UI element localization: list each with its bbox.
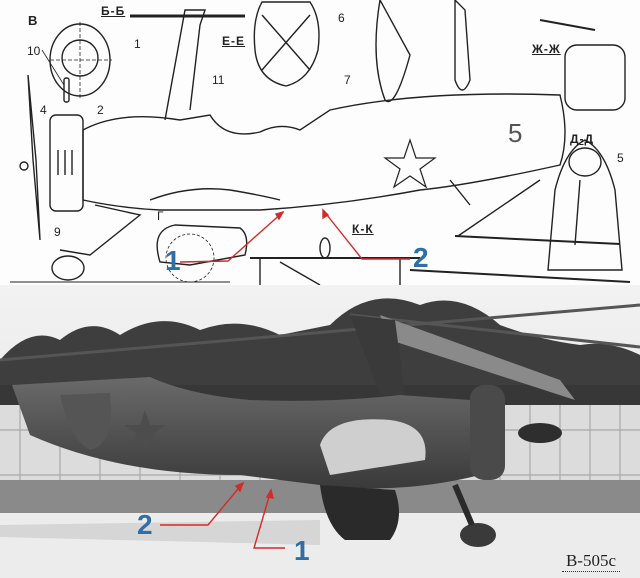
autogyro-line-drawing [10, 0, 631, 285]
section-label: Е-Е [222, 34, 246, 48]
photo-caption: В-505с [561, 551, 620, 572]
photograph-panel: 2 1 В-505с [0, 285, 640, 578]
section-label: Б-Б [101, 4, 126, 18]
part-number: 2 [97, 103, 104, 117]
section-label: К-К [352, 222, 374, 236]
part-number: 5 [617, 151, 624, 165]
part-number: 4 [40, 103, 47, 117]
technical-drawing-panel: В Б-Б Е-Е Ж-Ж Д-Д К-К Г 10 4 2 9 11 7 6 … [0, 0, 640, 285]
callout-number-2: 2 [137, 509, 153, 540]
section-label: Ж-Ж [532, 42, 561, 56]
callout-number-1: 1 [165, 245, 181, 276]
part-number: 10 [27, 44, 41, 58]
section-label: Г [157, 209, 164, 223]
part-number: 6 [338, 11, 345, 25]
autogyro-photograph [0, 285, 640, 578]
section-label: В [28, 13, 38, 28]
part-number: 7 [344, 73, 351, 87]
fuselage-number: 5 [508, 118, 523, 148]
section-label: Д-Д [570, 132, 595, 146]
part-number: 9 [54, 225, 61, 239]
part-number: 11 [212, 73, 225, 87]
part-number: 1 [134, 37, 141, 51]
callout-number-1: 1 [294, 535, 310, 566]
callout-number-2: 2 [413, 242, 429, 273]
